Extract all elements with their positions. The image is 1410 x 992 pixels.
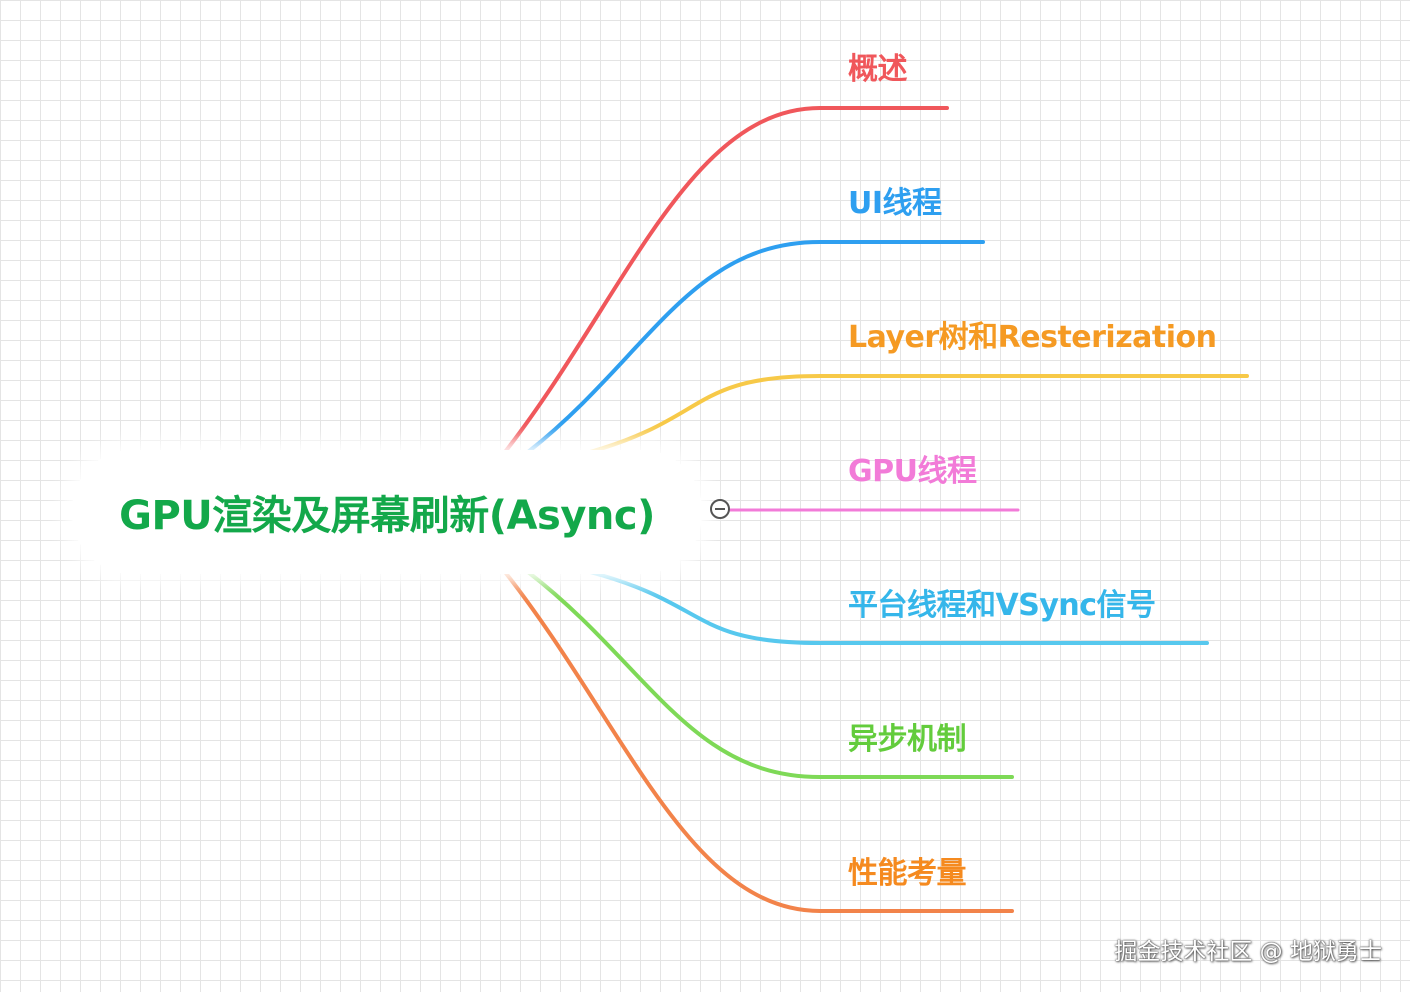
branch-3-label[interactable]: GPU线程 (848, 454, 977, 489)
branch-1-connector (526, 240, 985, 454)
branch-6-connector (503, 570, 1014, 913)
branch-0-connector (503, 106, 949, 454)
branch-6-label[interactable]: 性能考量 (848, 856, 967, 891)
branch-5-connector (526, 570, 1014, 779)
branch-4-label[interactable]: 平台线程和VSync信号 (848, 588, 1156, 623)
branch-1-label[interactable]: UI线程 (848, 186, 942, 221)
root-title: GPU渲染及屏幕刷新(Async) (119, 493, 655, 539)
watermark: 掘金技术社区 @ 地狱勇士 (1114, 939, 1382, 965)
branch-4-connector (588, 570, 1209, 645)
branch-2-connector (588, 374, 1249, 454)
collapse-minus-icon[interactable] (710, 499, 730, 519)
root-node[interactable]: GPU渲染及屏幕刷新(Async) (72, 450, 702, 574)
branch-5-label[interactable]: 异步机制 (848, 722, 967, 757)
branch-2-label[interactable]: Layer树和Resterization (848, 320, 1217, 355)
branch-0-label[interactable]: 概述 (848, 52, 908, 87)
